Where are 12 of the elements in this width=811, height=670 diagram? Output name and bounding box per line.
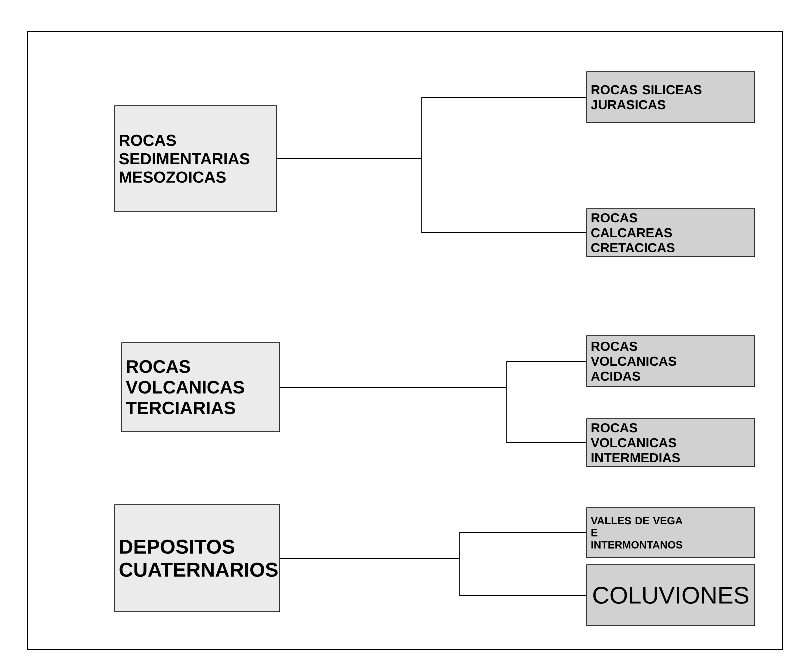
- hatched-box: ROCAS VOLCANICAS ACIDAS: [586, 336, 756, 388]
- hatched-box: ROCAS CALCAREAS CRETACICAS: [586, 208, 756, 258]
- category-box: ROCAS VOLCANICAS TERCIARIAS: [122, 342, 280, 432]
- connector-line: [276, 158, 588, 234]
- hatched-box: COLUVIONES: [586, 564, 756, 626]
- connector-line: [280, 558, 588, 596]
- hatched-box: ROCAS SILICEAS JURASICAS: [586, 72, 756, 124]
- connector-line: [280, 387, 588, 444]
- category-box: ROCAS SEDIMENTARIAS MESOZOICAS: [114, 106, 278, 212]
- category-box: DEPOSITOS CUATERNARIOS: [114, 504, 280, 612]
- hatched-box: VALLES DE VEGA E INTERMONTANOS: [586, 508, 756, 558]
- hatched-box: ROCAS VOLCANICAS INTERMEDIAS: [586, 418, 756, 468]
